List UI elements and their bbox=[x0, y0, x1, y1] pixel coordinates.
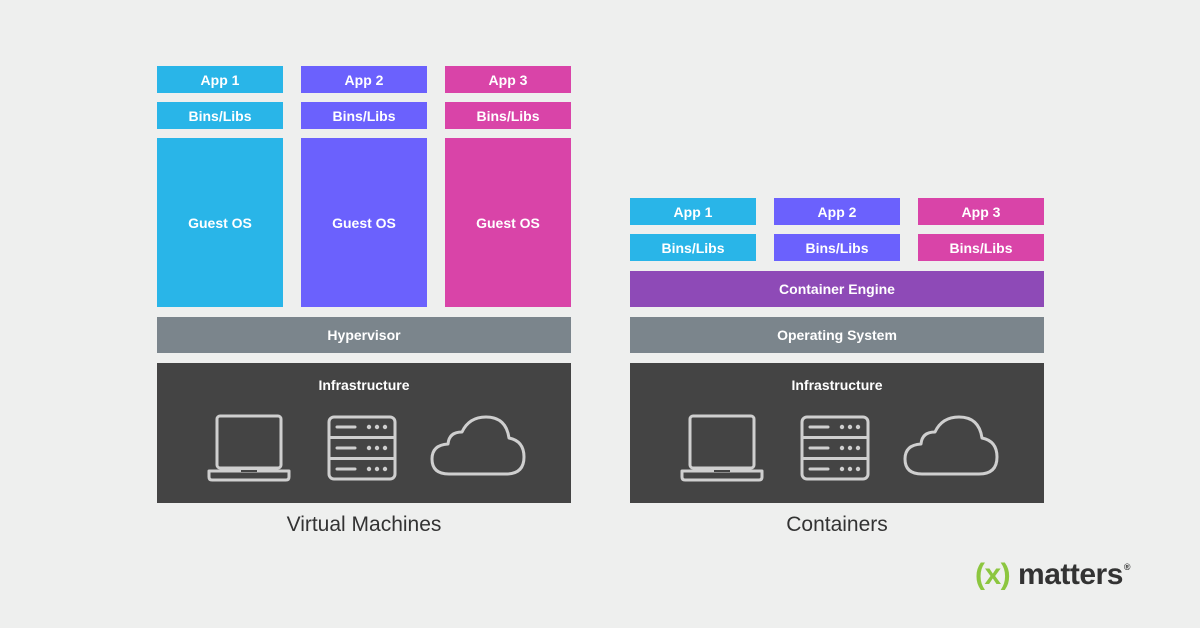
server-icon bbox=[327, 415, 397, 481]
xmatters-logo: (x) matters® bbox=[975, 558, 1131, 592]
vm-guest-os-2: Guest OS bbox=[301, 138, 427, 307]
cloud-icon bbox=[903, 415, 999, 476]
laptop-icon bbox=[207, 414, 291, 482]
container-app-2: App 2 bbox=[774, 198, 900, 225]
vm-bins-libs-2: Bins/Libs bbox=[301, 102, 427, 129]
vm-guest-os-3: Guest OS bbox=[445, 138, 571, 307]
cloud-icon bbox=[430, 415, 526, 476]
containers-section-title: Containers bbox=[786, 513, 888, 536]
container-app-3: App 3 bbox=[918, 198, 1044, 225]
vm-bins-libs-1: Bins/Libs bbox=[157, 102, 283, 129]
logo-mark: (x) bbox=[975, 558, 1011, 591]
vm-infrastructure-label: Infrastructure bbox=[318, 377, 410, 393]
vm-app-2: App 2 bbox=[301, 66, 427, 93]
vm-app-3: App 3 bbox=[445, 66, 571, 93]
vm-hypervisor-layer: Hypervisor bbox=[157, 317, 571, 353]
server-icon bbox=[800, 415, 870, 481]
container-bins-libs-1: Bins/Libs bbox=[630, 234, 756, 261]
container-app-1: App 1 bbox=[630, 198, 756, 225]
container-infrastructure-label: Infrastructure bbox=[791, 377, 883, 393]
container-bins-libs-2: Bins/Libs bbox=[774, 234, 900, 261]
vm-section-title: Virtual Machines bbox=[286, 513, 442, 536]
container-infrastructure-layer: Infrastructure bbox=[630, 363, 1044, 503]
vm-guest-os-1: Guest OS bbox=[157, 138, 283, 307]
vm-bins-libs-3: Bins/Libs bbox=[445, 102, 571, 129]
registered-mark: ® bbox=[1123, 562, 1131, 572]
container-bins-libs-3: Bins/Libs bbox=[918, 234, 1044, 261]
operating-system-layer: Operating System bbox=[630, 317, 1044, 353]
vm-app-1: App 1 bbox=[157, 66, 283, 93]
laptop-icon bbox=[680, 414, 764, 482]
container-engine-layer: Container Engine bbox=[630, 271, 1044, 307]
logo-wordmark: matters bbox=[1018, 558, 1123, 591]
vm-infrastructure-layer: Infrastructure bbox=[157, 363, 571, 503]
